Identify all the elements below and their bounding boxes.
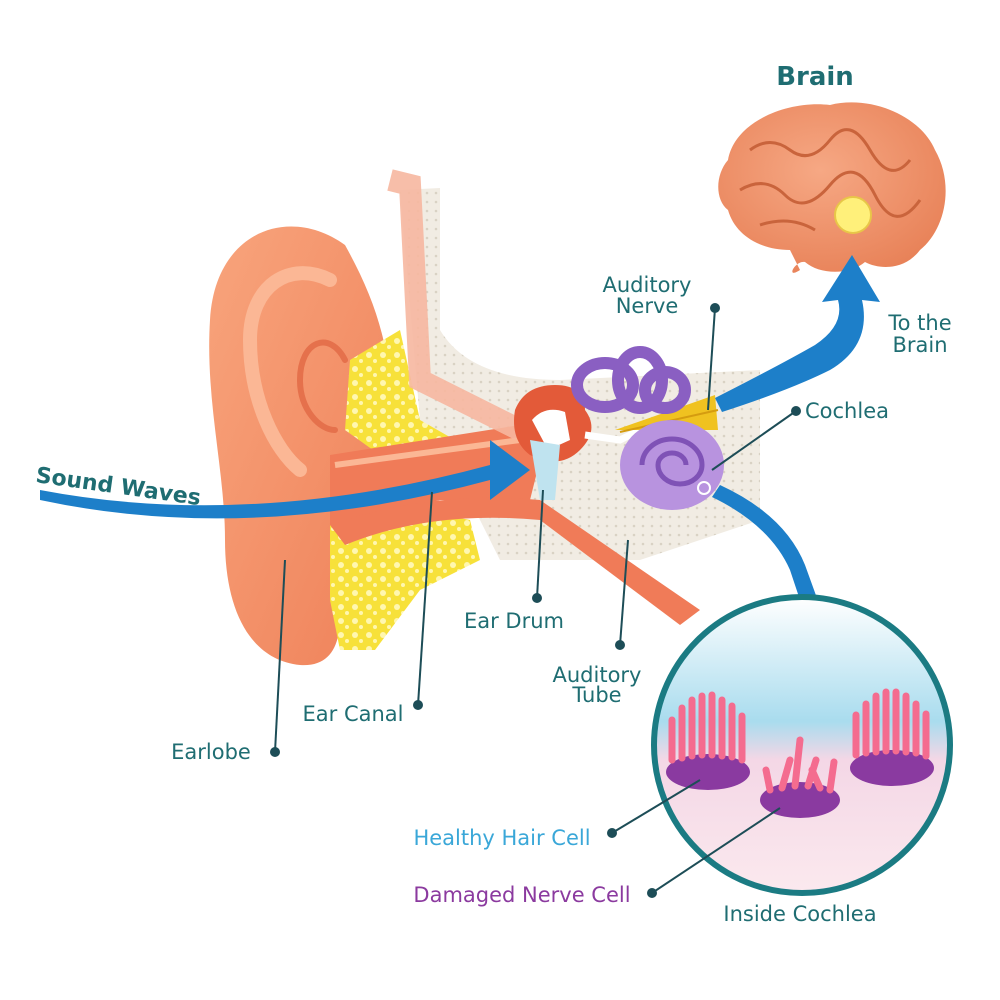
- brain-title: Brain: [776, 62, 854, 92]
- middle-ear: [514, 385, 642, 500]
- healthy-hair-cell-right: [850, 688, 934, 786]
- outer-ear: [209, 226, 392, 666]
- auditory-nerve-label-line1: Auditory: [603, 273, 692, 297]
- sound-wave-arrow: [40, 440, 530, 519]
- leader-lines: [270, 303, 801, 898]
- inside-cochlea-label: Inside Cochlea: [723, 902, 876, 926]
- healthy-hair-cell-label: Healthy Hair Cell: [413, 826, 590, 850]
- cochlea-organ: [620, 420, 724, 510]
- to-brain-arrow: [715, 255, 880, 412]
- semicircular-canals: [571, 346, 691, 414]
- inside-cochlea-inset: [651, 594, 953, 896]
- earlobe-label: Earlobe: [171, 740, 251, 764]
- ear-drum-label: Ear Drum: [464, 609, 564, 633]
- to-the-brain-label-line1: To the: [887, 311, 951, 335]
- to-the-brain-label-line2: Brain: [892, 333, 947, 357]
- auditory-tube-label-line2: Tube: [571, 683, 621, 707]
- healthy-hair-cell-left: [666, 691, 750, 790]
- ear-canal-label: Ear Canal: [303, 702, 404, 726]
- auditory-nerve-label-line2: Nerve: [616, 294, 679, 318]
- cochlea-label: Cochlea: [805, 399, 889, 423]
- cartilage-tissue: [330, 330, 480, 650]
- auditory-tube-label-line1: Auditory: [553, 663, 642, 687]
- brain-illustration: [718, 102, 946, 273]
- damaged-nerve-cell-label: Damaged Nerve Cell: [413, 883, 630, 907]
